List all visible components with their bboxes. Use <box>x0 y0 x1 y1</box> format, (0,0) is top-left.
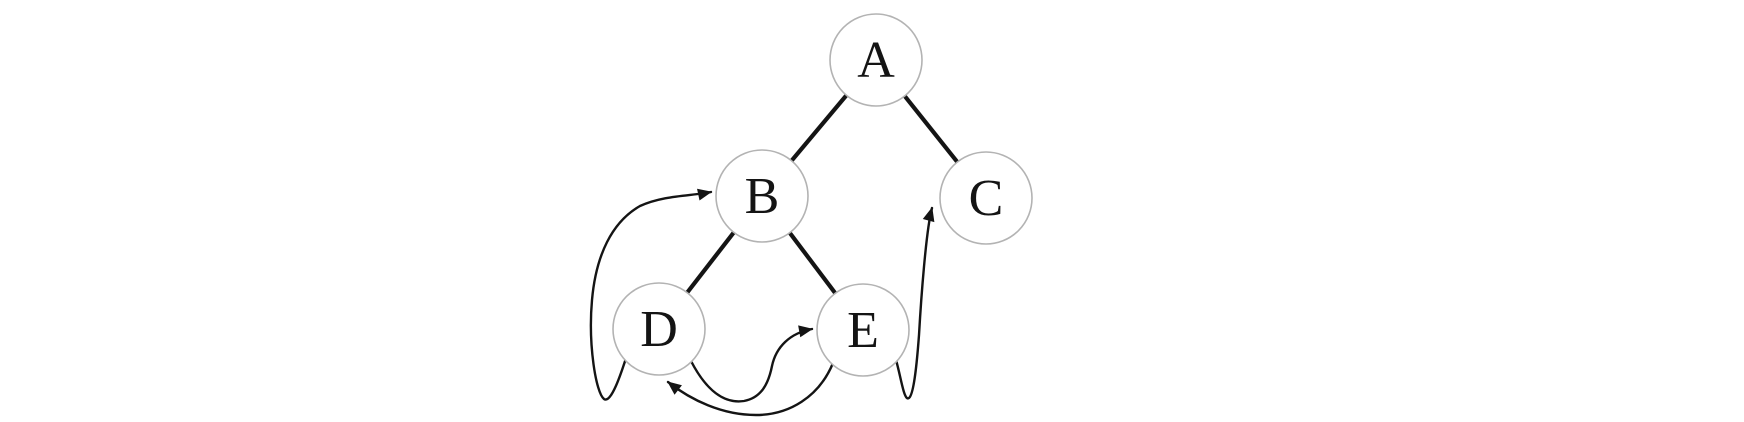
node-C: C <box>939 151 1033 245</box>
node-circle-D <box>612 282 706 376</box>
arrow-edge-E-C <box>894 206 935 400</box>
arrow-edge-E-D <box>666 361 835 417</box>
arrow-edge-D-E <box>689 325 814 403</box>
node-D: D <box>612 282 706 376</box>
node-circle-E <box>816 283 910 377</box>
node-label-A: A <box>857 32 895 89</box>
node-label-D: D <box>640 301 678 358</box>
node-label-B: B <box>745 168 780 225</box>
node-circle-A <box>829 13 923 107</box>
node-E: E <box>816 283 910 377</box>
node-A: A <box>829 13 923 107</box>
node-B: B <box>715 149 809 243</box>
node-label-C: C <box>969 170 1004 227</box>
node-circle-C <box>939 151 1033 245</box>
node-circle-B <box>715 149 809 243</box>
arrow-edge-D-B <box>589 188 713 401</box>
node-label-E: E <box>847 302 879 359</box>
